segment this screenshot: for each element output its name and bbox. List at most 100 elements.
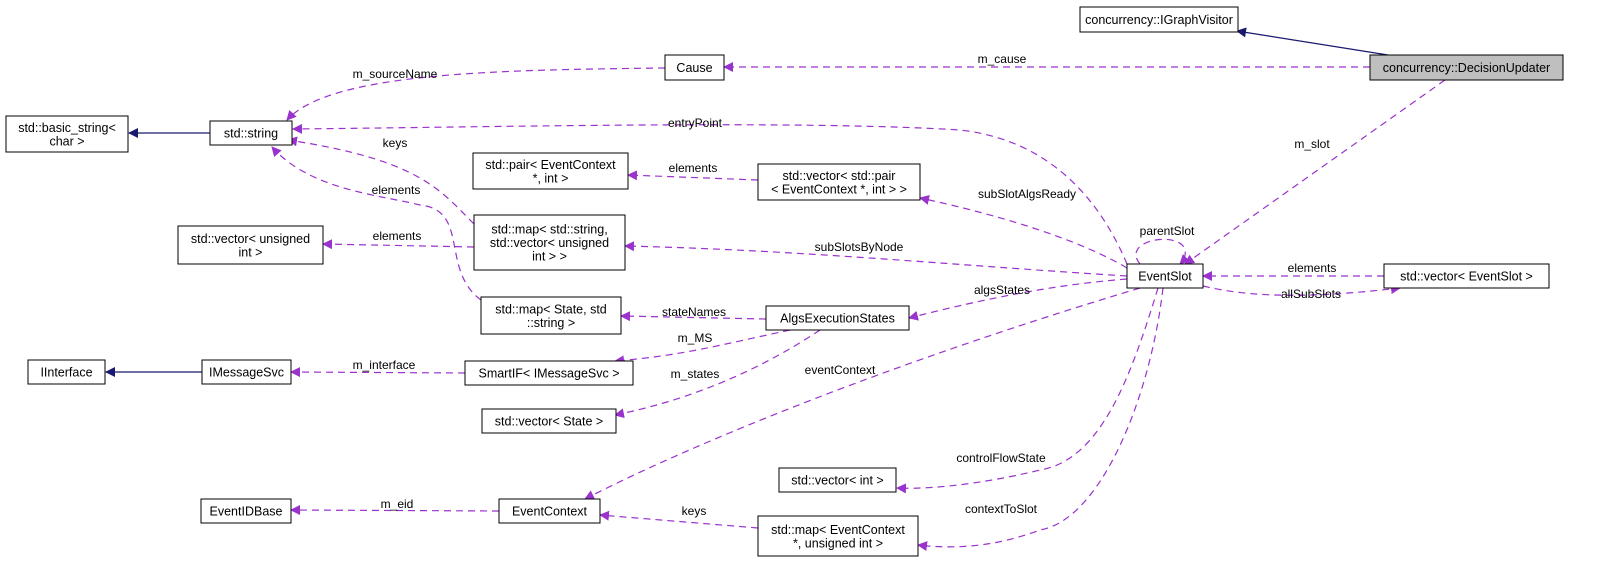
node-box (473, 214, 626, 271)
edge-label: m_cause (978, 52, 1027, 66)
edge-label: controlFlowState (956, 451, 1046, 465)
node-label: AlgsExecutionStates (780, 312, 895, 326)
node-event-slot[interactable]: EventSlot (1126, 263, 1204, 289)
edge-subslotalgsready: subSlotAlgsReady (919, 187, 1128, 269)
node-box (201, 359, 292, 385)
edge-label: m_slot (1294, 137, 1330, 151)
edge-line (620, 311, 767, 322)
edge-line (1202, 284, 1401, 296)
node-box (480, 296, 622, 335)
node-label: std::map< EventContext (771, 523, 905, 537)
edge-label: elements (1288, 261, 1337, 275)
node-box (664, 54, 725, 81)
nodes-layer: concurrency::DecisionUpdater concurrency:… (5, 6, 1564, 557)
node-label: < EventContext *, int > > (771, 182, 907, 196)
edge-line (908, 278, 1128, 321)
edge-label: algsStates (974, 283, 1030, 297)
node-box (200, 498, 292, 524)
edge-keys-map-string: keys (287, 136, 475, 225)
node-iinterface[interactable]: IInterface (27, 359, 106, 385)
edge-line (286, 67, 666, 121)
node-smartif[interactable]: SmartIF< IMessageSvc > (464, 360, 634, 386)
edge-controlflowstate: controlFlowState (896, 287, 1159, 494)
node-vector-pair[interactable]: std::vector< std::pair< EventContext *, … (757, 163, 921, 201)
edge-line (584, 287, 1141, 500)
edge-line (1184, 79, 1446, 265)
edge-elements-map-state: elements (271, 146, 482, 301)
edge-line (1135, 238, 1190, 265)
edge-line (599, 510, 759, 529)
edge-label: keys (682, 504, 707, 518)
node-map-state-string[interactable]: std::map< State, std::string > (480, 296, 622, 335)
edge-m-interface: m_interface (290, 358, 466, 378)
node-label: std::vector< EventSlot > (1400, 270, 1533, 284)
node-vector-state[interactable]: std::vector< State > (481, 408, 617, 434)
edge-line (322, 239, 475, 250)
edge-m-sourcename: m_sourceName (286, 67, 666, 121)
edge-label: subSlotAlgsReady (978, 187, 1076, 201)
node-box (1383, 263, 1550, 289)
node-label: char > (49, 134, 84, 148)
node-box (498, 498, 601, 524)
edge-m-ms: m_MS (614, 329, 791, 366)
node-box (1126, 263, 1204, 289)
edge-label: allSubSlots (1281, 287, 1341, 301)
edge-elements-event-slot: elements (1202, 261, 1384, 281)
node-vector-int[interactable]: std::vector< int > (778, 467, 897, 493)
edge-label: elements (669, 161, 718, 175)
node-label: std::map< State, std (495, 302, 607, 316)
edge-line (919, 194, 1128, 269)
edge-label: elements (373, 229, 422, 243)
node-imessage-svc[interactable]: IMessageSvc (201, 359, 292, 385)
node-label: Cause (676, 61, 712, 75)
edge-label: m_sourceName (353, 67, 438, 81)
node-vector-event-slot[interactable]: std::vector< EventSlot > (1383, 263, 1550, 289)
edge-line (292, 123, 1128, 265)
node-igraph-visitor[interactable]: concurrency::IGraphVisitor (1079, 6, 1239, 33)
node-label: EventIDBase (210, 505, 283, 519)
node-box (778, 467, 897, 493)
node-cause[interactable]: Cause (664, 54, 725, 81)
node-label: std::vector< State > (495, 415, 603, 429)
node-pair-ec-int[interactable]: std::pair< EventContext*, int > (472, 152, 629, 190)
node-map-ec-uint[interactable]: std::map< EventContext*, unsigned int > (757, 515, 919, 557)
node-label: std::vector< unsigned (191, 232, 310, 246)
node-label: std::map< std::string, (491, 223, 607, 237)
node-map-string-vector[interactable]: std::map< std::string,std::vector< unsig… (473, 214, 626, 271)
node-decision-updater[interactable]: concurrency::DecisionUpdater (1369, 54, 1564, 81)
edge-label: m_interface (353, 358, 416, 372)
node-event-id-base[interactable]: EventIDBase (200, 498, 292, 524)
node-box (472, 152, 629, 190)
node-label: std::basic_string< (18, 121, 116, 135)
node-string[interactable]: std::string (209, 120, 293, 146)
edge-allsubslots: allSubSlots (1202, 284, 1401, 301)
node-box (27, 359, 106, 385)
edge-label: subSlotsByNode (815, 240, 904, 254)
edges-layer: m_causem_sourceNamem_slotentryPointkeyse… (105, 27, 1446, 552)
node-label: int > (239, 245, 263, 259)
node-label: *, int > (533, 171, 569, 185)
node-label: ::string > (527, 316, 575, 330)
edge-line (624, 241, 1128, 277)
node-label: *, unsigned int > (793, 536, 883, 550)
node-label: std::vector< int > (791, 474, 883, 488)
edge-algsstates: algsStates (908, 278, 1128, 321)
node-algs-execution-states[interactable]: AlgsExecutionStates (765, 305, 910, 331)
edge-m-slot: m_slot (1184, 79, 1446, 265)
edge-eventcontext: eventContext (584, 287, 1141, 500)
edge-elements-vector-uint: elements (322, 229, 475, 250)
node-box (209, 120, 293, 146)
node-event-context[interactable]: EventContext (498, 498, 601, 524)
edge-statenames: stateNames (620, 305, 767, 322)
node-box (481, 408, 617, 434)
node-box (177, 225, 324, 265)
node-label: concurrency::DecisionUpdater (1383, 61, 1550, 75)
edge-label: parentSlot (1140, 224, 1195, 238)
edge-contexttoslot: contextToSlot (917, 287, 1164, 552)
node-basic-string[interactable]: std::basic_string<char > (5, 115, 129, 153)
edge-label: stateNames (662, 305, 726, 319)
edge-line (917, 287, 1164, 552)
node-box (464, 360, 634, 386)
